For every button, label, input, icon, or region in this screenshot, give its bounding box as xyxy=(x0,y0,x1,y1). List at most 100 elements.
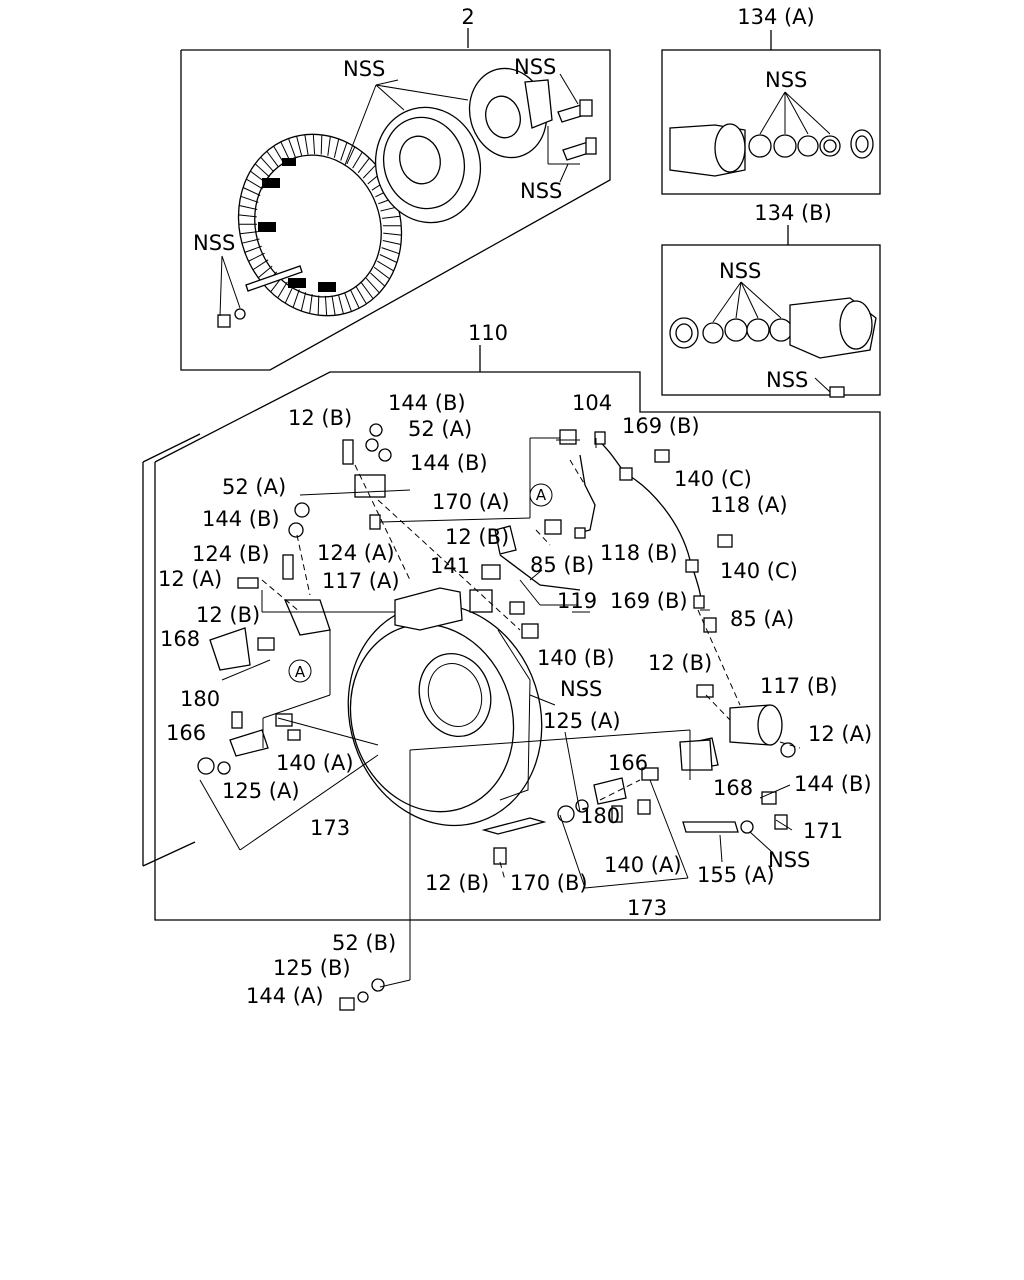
label-140b: 140 (B) xyxy=(537,646,615,670)
label-85b: 85 (B) xyxy=(530,553,594,577)
label-125a: 125 (A) xyxy=(543,709,621,733)
gear-tooth xyxy=(357,157,370,174)
label-144b: 144 (B) xyxy=(388,391,466,415)
gear-tooth xyxy=(346,146,356,165)
label-141: 141 xyxy=(430,554,470,578)
label-180: 180 xyxy=(580,804,620,828)
label-nss-bottom-right: NSS xyxy=(768,848,810,872)
frame-134a xyxy=(661,30,881,195)
gear-tooth xyxy=(377,260,394,272)
gear-tooth xyxy=(241,238,260,244)
gear-tooth xyxy=(239,204,258,211)
label-125b: 125 (B) xyxy=(273,956,351,980)
label-140c: 140 (C) xyxy=(674,467,752,491)
gear-tooth xyxy=(317,295,320,316)
gear-tooth xyxy=(340,142,348,161)
label-155a: 155 (A) xyxy=(697,863,775,887)
label-140a: 140 (A) xyxy=(276,751,354,775)
label-12b: 12 (B) xyxy=(648,651,712,675)
gear-tooth xyxy=(248,252,265,262)
label-nss-134a: NSS xyxy=(765,68,807,92)
label-119: 119 xyxy=(557,589,597,613)
label-marker-a-mid: A xyxy=(536,486,547,504)
gear-tooth xyxy=(327,136,331,156)
top-bolts xyxy=(217,99,597,328)
gear-tooth xyxy=(355,286,367,305)
label-12a: 12 (A) xyxy=(808,722,872,746)
gear-tooth xyxy=(350,289,360,309)
flywheel-housing xyxy=(347,587,543,827)
label-104: 104 xyxy=(572,391,612,415)
gear-tooth xyxy=(382,239,401,246)
label-52a: 52 (A) xyxy=(408,417,472,441)
gear-tooth xyxy=(324,295,328,316)
gear-tooth xyxy=(300,292,307,312)
label-52a: 52 (A) xyxy=(222,475,286,499)
label-85a: 85 (A) xyxy=(730,607,794,631)
gear-tooth xyxy=(331,295,336,316)
gear-tooth xyxy=(373,266,390,280)
gear-tooth xyxy=(362,164,377,179)
gear-tooth xyxy=(312,134,316,155)
frame-housing-group xyxy=(142,345,881,921)
label-173: 173 xyxy=(310,816,350,840)
label-nss-housing: NSS xyxy=(560,677,602,701)
gear-tooth xyxy=(244,245,262,253)
gear-tooth xyxy=(382,215,401,219)
gear-tooth xyxy=(333,138,340,158)
gear-tooth xyxy=(288,138,296,158)
label-166: 166 xyxy=(608,751,648,775)
gear-tooth xyxy=(239,231,258,235)
gear-tooth xyxy=(238,214,257,218)
label-124b: 124 (B) xyxy=(192,542,270,566)
label-134a: 134 (A) xyxy=(737,5,815,29)
cylinder-134a xyxy=(669,123,874,177)
gear-tooth xyxy=(304,134,309,155)
label-134b: 134 (B) xyxy=(754,201,832,225)
gear-tooth xyxy=(260,156,275,173)
gear-tooth xyxy=(352,151,363,169)
gear-tooth xyxy=(242,187,261,196)
label-117b: 117 (B) xyxy=(760,674,838,698)
label-144a: 144 (A) xyxy=(246,984,324,1008)
label-110: 110 xyxy=(468,321,508,345)
label-nss-bolt: NSS xyxy=(514,55,556,79)
label-173: 173 xyxy=(627,896,667,920)
label-12b: 12 (B) xyxy=(288,406,352,430)
gear-tooth xyxy=(252,259,269,271)
label-169b: 169 (B) xyxy=(610,589,688,613)
label-140c: 140 (C) xyxy=(720,559,798,583)
pipes xyxy=(499,437,702,604)
gear-tooth xyxy=(254,163,270,178)
leader-lines xyxy=(199,73,831,988)
label-12b: 12 (B) xyxy=(445,525,509,549)
frame-flywheel-group xyxy=(180,28,611,371)
label-124a: 124 (A) xyxy=(317,541,395,565)
label-nss-lower: NSS xyxy=(520,179,562,203)
flange-hub xyxy=(468,67,553,159)
gear-tooth xyxy=(361,282,374,300)
gear-tooth xyxy=(370,272,386,287)
labels: 2 134 (A) 134 (B) 110 NSS NSS NSS NSS NS… xyxy=(158,5,872,1008)
label-144b: 144 (B) xyxy=(410,451,488,475)
label-118a: 118 (A) xyxy=(710,493,788,517)
gear-tooth xyxy=(292,289,300,308)
label-nss-134b-bottom: NSS xyxy=(766,368,808,392)
label-170a: 170 (A) xyxy=(432,490,510,514)
label-12b: 12 (B) xyxy=(425,871,489,895)
gear-tooth xyxy=(277,281,288,299)
label-140a: 140 (A) xyxy=(604,853,682,877)
gear-tooth xyxy=(240,195,259,203)
gear-tooth xyxy=(257,265,273,279)
label-170b: 170 (B) xyxy=(510,871,588,895)
label-12a: 12 (A) xyxy=(158,567,222,591)
cylinder-134b xyxy=(669,297,877,398)
gear-tooth xyxy=(266,150,279,168)
gear-tooth xyxy=(296,136,303,156)
label-52b: 52 (B) xyxy=(332,931,396,955)
label-180: 180 xyxy=(180,687,220,711)
label-marker-a-left: A xyxy=(295,663,306,681)
gear-tooth xyxy=(320,134,323,155)
gear-tooth xyxy=(246,178,263,190)
